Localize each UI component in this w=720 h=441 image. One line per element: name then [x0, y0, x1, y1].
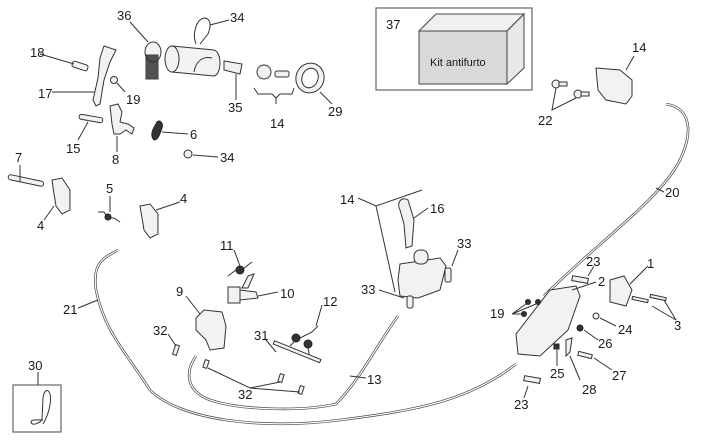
part-label: 7: [15, 150, 22, 165]
part-9-actuator: [185, 295, 227, 351]
part-label: 25: [550, 366, 564, 381]
part-17-lever: [52, 45, 117, 107]
part-label: 23: [586, 254, 600, 269]
wire-clip-part: [30, 390, 51, 425]
part-19-nuts: [511, 299, 541, 317]
part-3-screws: [631, 293, 677, 321]
part-23-bolts: [523, 265, 595, 399]
part-label: 24: [618, 322, 632, 337]
part-36-lock: [129, 21, 162, 80]
part-34-clip: [193, 17, 230, 45]
part-28-clip: [565, 337, 581, 381]
part-label: 14: [270, 116, 284, 131]
part-label: 2: [598, 274, 605, 289]
part-16-key: [398, 198, 429, 249]
kit-box-front: [418, 30, 508, 85]
part-label: 14: [340, 192, 354, 207]
part-label: 16: [430, 201, 444, 216]
part-35-sleeve: [223, 60, 243, 100]
part-15-rod: [77, 113, 104, 141]
part-label: 32: [153, 323, 167, 338]
part-14-hinge: [595, 55, 635, 105]
part-5-spring: [98, 196, 121, 223]
cable-13: [187, 315, 400, 411]
part-label: 17: [38, 86, 52, 101]
part-label: 19: [126, 92, 140, 107]
part-2-latch-plate: [515, 281, 597, 357]
part-19-nut: [110, 76, 126, 93]
part-10-lever: [227, 273, 279, 304]
part-label: 34: [230, 10, 244, 25]
part-label: 21: [63, 302, 77, 317]
kit-box-top: [417, 13, 526, 32]
part-label: 20: [665, 185, 679, 200]
part-26: [576, 324, 599, 341]
part-22-screws: [551, 79, 590, 111]
part-label: 29: [328, 104, 342, 119]
part-25: [553, 343, 560, 366]
kit-antifurto-label: Kit antifurto: [430, 57, 486, 69]
part-6-spring: [151, 120, 189, 141]
part-label: 12: [323, 294, 337, 309]
part-label: 35: [228, 100, 242, 115]
part-label: 3: [674, 318, 681, 333]
part-32-screw-b: [202, 358, 305, 396]
part-8-hook: [109, 103, 135, 152]
part-27-bolt: [577, 350, 613, 371]
cable-21: [77, 248, 517, 426]
part-label: 4: [180, 191, 187, 206]
kit-antifurto-panel: 37 Kit antifurto: [375, 7, 533, 91]
inset-panel-30: 30: [12, 358, 62, 433]
part-label: 8: [112, 152, 119, 167]
part-32-screw-a: [167, 333, 181, 357]
part-label: 1: [647, 256, 654, 271]
inset-frame: [12, 384, 62, 433]
part-18-pin: [39, 53, 89, 72]
part-label: 9: [176, 284, 183, 299]
part-11-spring: [227, 249, 253, 277]
part-label: 23: [514, 397, 528, 412]
part-24: [592, 312, 617, 327]
part-label: 19: [490, 306, 504, 321]
part-label: 28: [582, 382, 596, 397]
part-label-30: 30: [28, 358, 42, 373]
cable-20: [543, 102, 690, 297]
part-label: 13: [367, 372, 381, 387]
part-34-washer: [183, 149, 219, 159]
part-label: 34: [220, 150, 234, 165]
part-4-latch-right: [139, 201, 181, 239]
part-31-rod: [265, 339, 322, 364]
part-label: 33: [457, 236, 471, 251]
part-label: 26: [598, 336, 612, 351]
part-label: 31: [254, 328, 268, 343]
part-label: 11: [220, 238, 234, 253]
part-label: 15: [66, 141, 80, 156]
part-14-group-lines: [357, 189, 423, 293]
part-label: 10: [280, 286, 294, 301]
part-29-ring: [295, 62, 333, 105]
part-label: 36: [117, 8, 131, 23]
part-14-cap-set: [253, 64, 295, 104]
part-lock-cylinder: [164, 45, 221, 77]
part-label-37: 37: [386, 17, 400, 32]
part-label: 18: [30, 45, 44, 60]
part-label: 33: [361, 282, 375, 297]
part-1-actuator: [609, 265, 649, 307]
part-label: 14: [632, 40, 646, 55]
part-label: 22: [538, 113, 552, 128]
part-labels: 36 34 18 17 19 35 14 29 6 15 8 34 7 4 5 …: [15, 8, 681, 412]
part-label: 32: [238, 387, 252, 402]
part-12-spring: [289, 304, 323, 359]
part-label: 6: [190, 127, 197, 142]
part-lock-body: [378, 249, 459, 309]
part-label: 5: [106, 181, 113, 196]
part-4-latch-left: [43, 177, 71, 221]
part-label: 27: [612, 368, 626, 383]
part-label: 4: [37, 218, 44, 233]
part-7-rod: [7, 165, 45, 187]
